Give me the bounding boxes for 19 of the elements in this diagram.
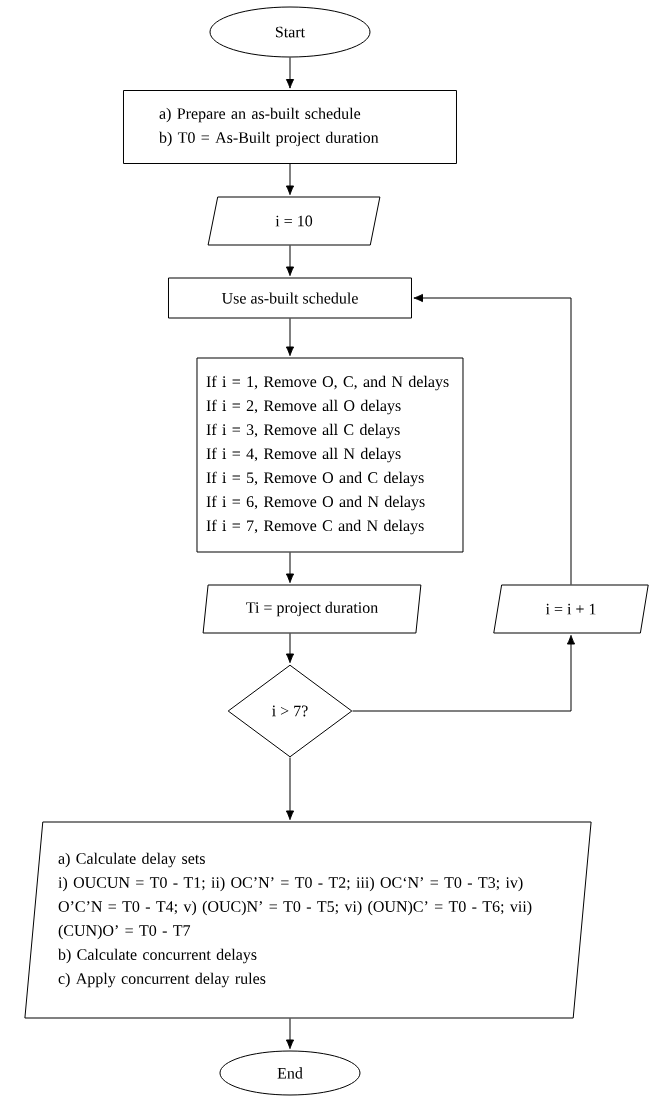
start-terminal: Start [209,6,371,58]
arrow [285,757,295,821]
process-box: Use as-built schedule [168,277,412,319]
output-parallelogram: Ti = project duration [202,584,422,634]
arrow [285,552,295,584]
arrow [352,634,576,712]
arrow [285,318,295,357]
arrow [285,57,295,89]
process-box: a) Prepare an as-built schedule b) T0 = As-Built project duration [123,90,457,164]
arrow [285,163,295,196]
input-parallelogram: i = 10 [207,196,381,246]
arrow [285,245,295,277]
arrow [285,1018,295,1050]
process-box: If i = 1, Remove O, C, and N delays If i = 2, Remove all O delays If i = 3, Remove all C delays If i = 4, Remove all N delays If i = 5, Remove O and C delays If i = 6, Remove O and N delays If i = 7, Remove C and N delays [196,357,464,553]
increment-parallelogram: i = i + 1 [493,584,649,634]
arrow [285,633,295,664]
output-parallelogram: a) Calculate delay sets i) OUCUN = T0 - T1; ii) OC’N’ = T0 - T2; iii) OC‘N’ = T0 - T3; iv) O’C’N = T0 - T4; v) (OUC)N’ = T0 - T5; vi) (OUN)C’ = T0 - T6; vii) (CUN)O’ = T0 - T7 b) Calculate concurrent delays c) Apply concurrent delay rules [24,821,592,1019]
end-terminal: End [219,1050,361,1096]
arrow [413,293,572,585]
